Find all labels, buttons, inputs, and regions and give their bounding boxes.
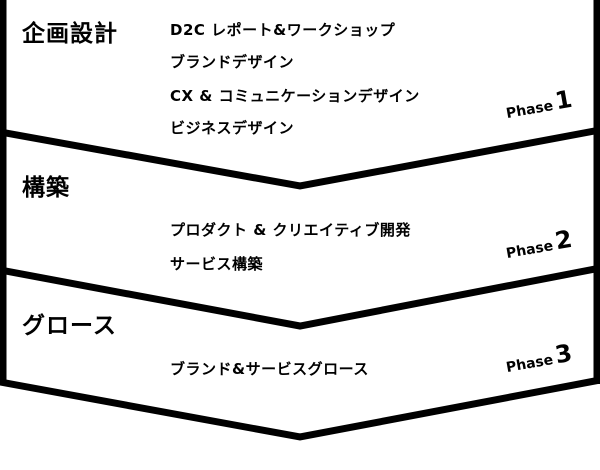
phase1-chevron (0, 126, 600, 190)
phase-item: ブランドデザイン (170, 53, 295, 71)
phase-item: D2C レポート&ワークショップ (170, 21, 396, 39)
phase3-chevron (0, 376, 600, 441)
phase-item: ビジネスデザイン (170, 119, 295, 137)
phase-title: 構築 (22, 175, 70, 201)
phase-title: グロース (22, 313, 117, 339)
phase-item: プロダクト & クリエイティブ開発 (170, 221, 411, 239)
phase-title: 企画設計 (22, 21, 118, 47)
phase2-chevron (0, 264, 600, 330)
phase-item: サービス構築 (170, 255, 264, 273)
phase-item: CX & コミュニケーションデザイン (170, 87, 420, 105)
phase-item: ブランド&サービスグロース (170, 360, 369, 378)
